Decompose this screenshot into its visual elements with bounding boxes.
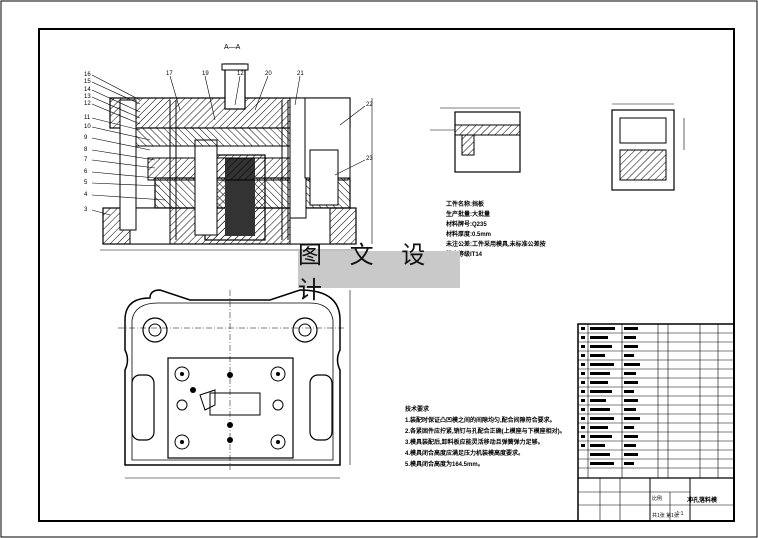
part-info-line: 材料牌号:Q235 — [446, 222, 487, 228]
part-no-17: 17 — [166, 71, 173, 77]
part-no-23: 23 — [366, 156, 373, 162]
part-no-10: 10 — [84, 124, 91, 130]
sheet-info: 共1张 第1张 — [652, 513, 679, 519]
tech-req-item: 3.模具装配后,卸料板应能灵活移动且弹簧弹力足够。 — [405, 440, 544, 446]
part-info-line: 精度等级IT14 — [446, 252, 483, 258]
part-no-8: 8 — [84, 147, 88, 153]
part-no-20: 20 — [265, 71, 272, 77]
part-no-16: 16 — [84, 72, 91, 78]
tech-requirements: 技术要求 1.装配时保证凸凹模之间的间隙均匀,配合间隙符合要求。 2.各紧固件应… — [405, 405, 566, 471]
part-info: 工件名称:挡板 生产批量:大批量 材料牌号:Q235 材料厚度:0.5mm 未注… — [446, 200, 546, 260]
watermark: 图 文 设 计 — [298, 241, 460, 304]
scale-value: 1:1 — [677, 511, 684, 517]
part-no-15: 15 — [84, 79, 91, 85]
part-info-line: 未注公差:工件采用模具,未标准公差按 — [446, 242, 546, 248]
tech-req-item: 5.模具闭合高度为164.5mm。 — [405, 462, 484, 468]
parts-list — [577, 323, 735, 522]
part-no-6: 6 — [84, 169, 88, 175]
part-no-12b: 12 — [84, 101, 91, 107]
part-no-21: 21 — [297, 71, 304, 77]
tech-req-item: 2.各紧固件应拧紧,销钉与孔配合正确(上模座与下模座相对)。 — [405, 429, 566, 435]
part-info-line: 材料厚度:0.5mm — [446, 232, 492, 238]
drawing-title: 冲孔落料模 — [687, 496, 718, 504]
tech-req-item: 1.装配时保证凸凹模之间的间隙均匀,配合间隙符合要求。 — [405, 418, 556, 424]
workpiece-view-2 — [611, 103, 685, 191]
part-no-14: 14 — [84, 87, 91, 93]
drawing-frame — [38, 28, 735, 522]
workpiece-view-1 — [430, 107, 521, 173]
section-title: A—A — [224, 44, 241, 51]
tech-req-title: 技术要求 — [405, 407, 430, 413]
part-no-3: 3 — [84, 207, 88, 213]
part-no-11: 11 — [84, 115, 91, 121]
scale-label: 比例 — [652, 496, 663, 502]
part-no-9: 9 — [84, 135, 88, 141]
part-info-line: 生产批量:大批量 — [446, 212, 490, 218]
part-info-line: 工件名称:挡板 — [446, 202, 484, 208]
part-no-5: 5 — [84, 180, 88, 186]
section-view — [91, 63, 373, 251]
part-no-7: 7 — [84, 157, 88, 163]
parts-list-entries — [581, 327, 640, 465]
plan-view — [118, 289, 351, 479]
tech-req-item: 4.模具闭合高度应满足压力机装模高度要求。 — [405, 451, 525, 457]
part-no-19: 19 — [202, 71, 209, 77]
part-no-12: 12 — [237, 71, 244, 77]
part-no-13: 13 — [84, 94, 91, 100]
part-no-4: 4 — [84, 192, 88, 198]
part-no-22: 22 — [366, 102, 373, 108]
